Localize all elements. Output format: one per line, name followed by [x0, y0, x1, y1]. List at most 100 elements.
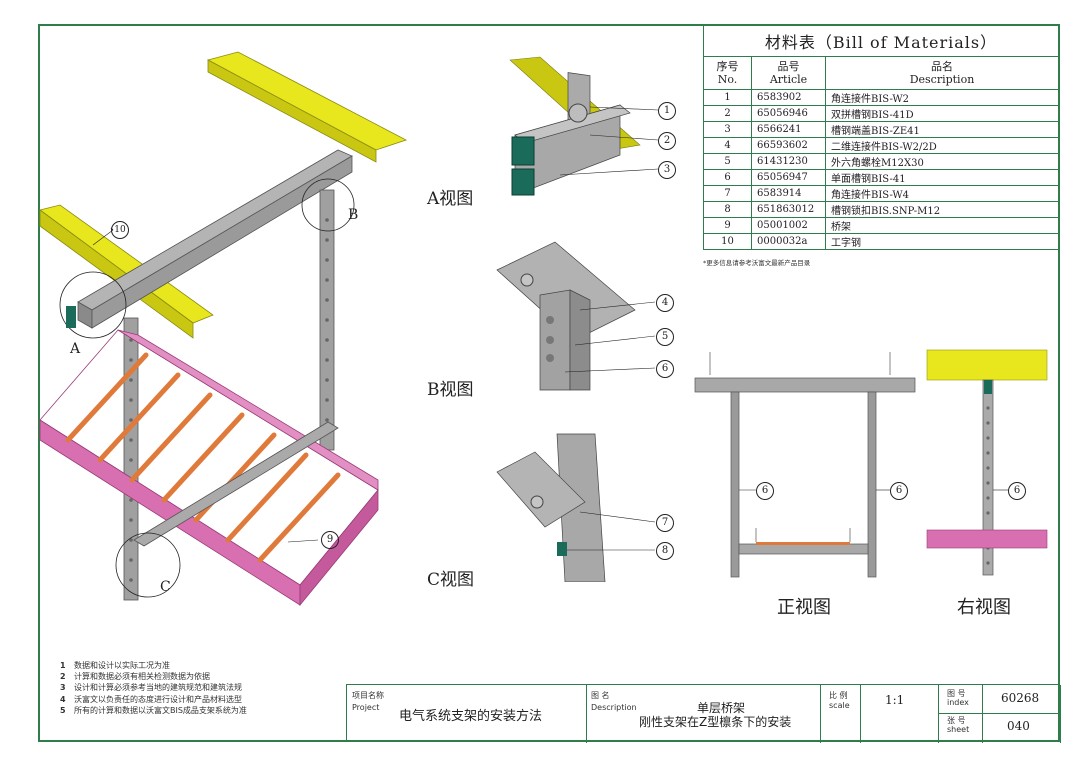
callout-10: 10 [111, 221, 129, 239]
description-cell: 图 名 Description 单层桥架 刚性支架在Z型檩条下的安装 [587, 685, 821, 743]
index-label-cn: 图 号 [947, 689, 966, 698]
description-label-en: Description [591, 703, 637, 712]
callout-6-front-right: 6 [890, 482, 908, 500]
row-desc: 槽钢锁扣BIS.SNP-M12 [825, 201, 1059, 218]
description-line-1: 单层桥架 [697, 701, 746, 715]
project-cell: 项目名称 Project 电气系统支架的安装方法 [347, 685, 587, 743]
row-desc: 二维连接件BIS-W2/2D [825, 137, 1059, 154]
sheet-label-en: sheet [947, 725, 970, 734]
callout-6-right: 6 [1008, 482, 1026, 500]
view-a-label: A视图 [427, 189, 474, 209]
scale-label-en: scale [829, 701, 850, 710]
header-desc-cn: 品名 [931, 60, 953, 73]
row-no: 1 [703, 89, 752, 106]
right-view-label: 右视图 [957, 597, 1011, 618]
row-article: 65056947 [751, 169, 826, 186]
row-desc: 双拼槽钢BIS-41D [825, 105, 1059, 122]
row-no: 9 [703, 217, 752, 234]
detail-label-c: C [160, 579, 171, 595]
row-article: 65056946 [751, 105, 826, 122]
row-article: 6583902 [751, 89, 826, 106]
scale-value-cell: 1:1 [861, 685, 939, 743]
note-number: 3 [60, 683, 66, 693]
header-no-en: No. [717, 73, 738, 86]
index-sheet-divider [939, 713, 1061, 714]
description-line-2: 刚性支架在Z型檩条下的安装 [639, 715, 792, 729]
row-desc: 工字钢 [825, 233, 1059, 250]
sheet-label-cn: 张 号 [947, 716, 966, 725]
note-number: 4 [60, 694, 66, 704]
note-number: 2 [60, 672, 66, 682]
index-label-cell: 图 号 index 张 号 sheet [939, 685, 983, 743]
row-no: 7 [703, 185, 752, 202]
row-article: 0000032a [751, 233, 826, 250]
callout-3: 3 [658, 161, 676, 179]
front-view-label: 正视图 [777, 597, 831, 618]
row-no: 2 [703, 105, 752, 122]
note-item: 1 数据和设计以实际工况为准 [60, 660, 247, 671]
note-text: 数据和设计以实际工况为准 [74, 661, 170, 670]
project-label-en: Project [352, 703, 380, 712]
note-text: 所有的计算和数据以沃富文BIS成品支架系统为准 [74, 705, 247, 715]
callout-5: 5 [656, 328, 674, 346]
front-view [694, 352, 916, 578]
detail-label-a: A [70, 341, 81, 357]
row-article: 6583914 [751, 185, 826, 202]
drawing-frame [38, 24, 1060, 742]
row-no: 5 [703, 153, 752, 170]
row-desc: 桥架 [825, 217, 1059, 234]
row-article: 66593602 [751, 137, 826, 154]
row-desc: 单面槽钢BIS-41 [825, 169, 1059, 186]
row-desc: 槽钢端盖BIS-ZE41 [825, 121, 1059, 138]
project-name: 电气系统支架的安装方法 [399, 709, 543, 724]
callout-8: 8 [656, 542, 674, 560]
row-article: 05001002 [751, 217, 826, 234]
header-desc-en: Description [909, 73, 975, 86]
note-text: 沃富文以负责任的态度进行设计和产品材料选型 [74, 694, 242, 704]
callout-7: 7 [656, 514, 674, 532]
row-article: 651863012 [751, 201, 826, 218]
row-no: 3 [703, 121, 752, 138]
index-value: 60268 [1001, 691, 1040, 705]
detail-label-b: B [348, 207, 359, 223]
note-number: 1 [60, 661, 66, 670]
header-no-cn: 序号 [716, 60, 739, 73]
bom-title: 材料表（Bill of Materials） [703, 25, 1059, 57]
sheet-value: 040 [1007, 719, 1030, 733]
callout-6-front-left: 6 [756, 482, 774, 500]
project-label-cn: 项目名称 [352, 691, 384, 700]
row-no: 8 [703, 201, 752, 218]
scale-label-cn: 比 例 [829, 691, 848, 700]
note-item: 3 设计和计算必须参考当地的建筑规范和建筑法规 [60, 682, 247, 693]
note-item: 2 计算和数据必须有相关检测数据为依据 [60, 671, 247, 682]
callout-6-b: 6 [656, 360, 674, 378]
index-value-cell: 60268 040 [983, 685, 1061, 743]
row-desc: 角连接件BIS-W4 [825, 185, 1059, 202]
note-item: 4 沃富文以负责任的态度进行设计和产品材料选型 [60, 694, 247, 705]
right-view [926, 349, 1048, 576]
note-text: 计算和数据必须有相关检测数据为依据 [74, 672, 210, 682]
callout-1: 1 [658, 102, 676, 120]
row-desc: 角连接件BIS-W2 [825, 89, 1059, 106]
callout-2: 2 [658, 132, 676, 150]
bom-footnote: *更多信息请参考沃富文最新产品目录 [703, 259, 811, 267]
view-b-label: B视图 [427, 380, 474, 400]
detail-b-view [496, 241, 656, 391]
detail-a-view [509, 56, 659, 196]
description-label-cn: 图 名 [591, 691, 610, 700]
callout-4: 4 [656, 294, 674, 312]
note-text: 设计和计算必须参考当地的建筑规范和建筑法规 [74, 683, 242, 693]
header-article-cn: 品号 [777, 60, 800, 73]
